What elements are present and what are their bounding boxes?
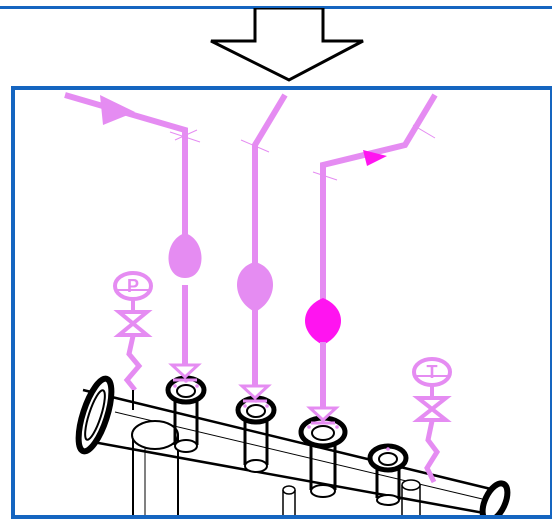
pipe-run-3	[305, 93, 438, 425]
pipe-run-1	[64, 92, 202, 382]
riser-nozzle-1	[168, 378, 204, 453]
riser-nozzle-4	[370, 446, 406, 506]
riser-nozzle-2	[238, 398, 274, 473]
vertical-vessel	[131, 420, 179, 515]
piping-isometric-view: P T	[11, 86, 552, 519]
nozzle-stub	[282, 479, 421, 515]
header-pipe	[75, 375, 511, 515]
pressure-instrument: P	[113, 271, 153, 410]
valve-label-p: P	[127, 276, 139, 296]
valve-label-t: T	[427, 362, 438, 382]
piping-diagram-canvas: P T	[64, 92, 511, 515]
temperature-instrument: T	[412, 357, 452, 484]
riser-nozzle-3	[298, 415, 348, 498]
pipe-run-2	[237, 93, 288, 403]
down-arrow-icon	[210, 8, 364, 82]
